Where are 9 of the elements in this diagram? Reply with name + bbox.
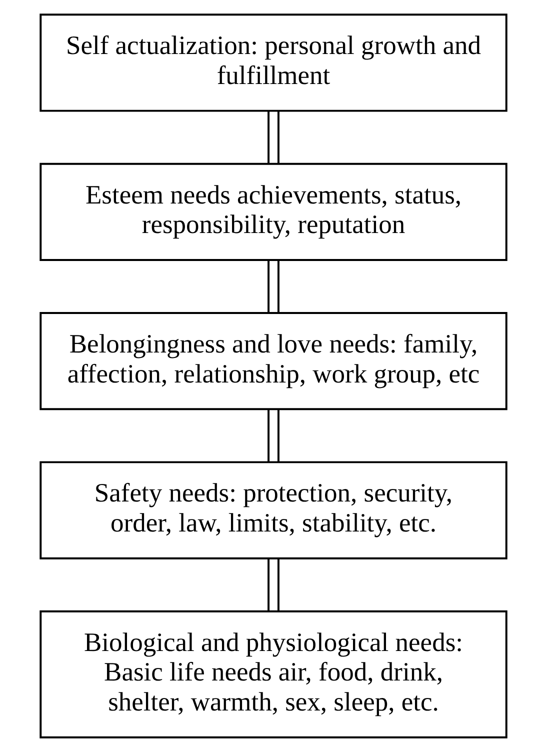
connector [267,260,279,313]
connector [267,111,279,164]
node-box: Belongingness and love needs: family, affection, relationship, work group, etc [39,312,507,410]
node-box: Safety needs: protection, security, order, law, limits, stability, etc. [39,461,507,560]
connector [267,558,279,612]
node-box: Biological and physiological needs: Basic life needs air, food, drink, shelter, warmth, sex, sleep, etc. [39,610,507,738]
connector [267,410,279,462]
node-box: Esteem needs achievements, status, responsibility, reputation [39,162,507,261]
node-box: Self actualization: personal growth and fulfillment [39,14,507,112]
